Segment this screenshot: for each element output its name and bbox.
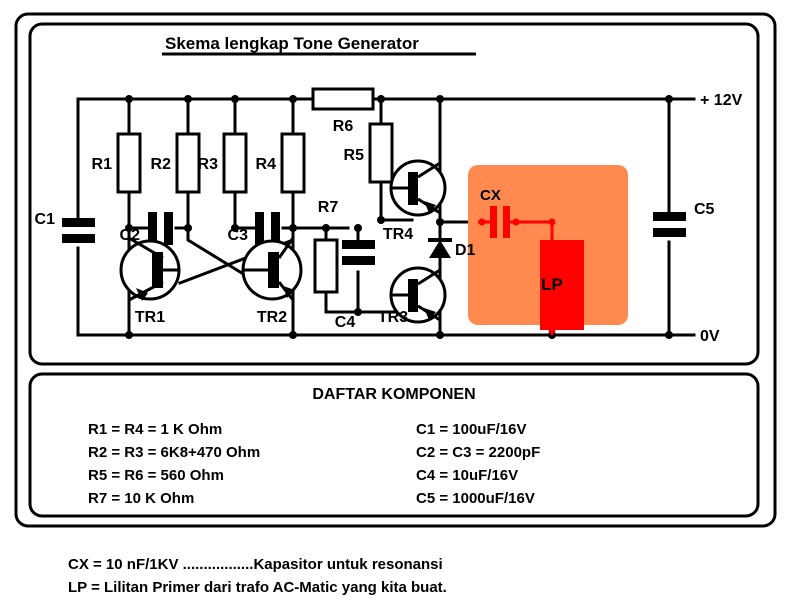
component-row: C2 = C3 = 2200pF: [416, 444, 540, 461]
schematic-panel: [28, 22, 760, 366]
resistor-r2-label: R2: [151, 156, 172, 173]
capacitor-c5: C5: [653, 201, 715, 237]
resistor-r3-label: R3: [198, 156, 219, 173]
resistor-r7: R7: [313, 199, 339, 294]
capacitor-c2-label: C2: [120, 227, 141, 244]
component-list-heading: DAFTAR KOMPONEN: [312, 386, 475, 403]
resistor-r4: R4: [256, 132, 306, 194]
footnote-cx: CX = 10 nF/1KV .................Kapasito…: [68, 556, 443, 573]
rail-label-positive: + 12V: [700, 92, 743, 109]
component-row: C4 = 10uF/16V: [416, 467, 518, 484]
capacitor-cx-label: CX: [480, 187, 501, 204]
capacitor-c1: C1: [35, 211, 95, 243]
transistor-tr3-label: TR3: [378, 309, 408, 326]
capacitor-c1-label: C1: [35, 211, 56, 228]
capacitor-cx: CX: [478, 187, 552, 238]
component-list-resistor-column: R1 = R4 = 1 K Ohm R2 = R3 = 6K8+470 Ohm …: [88, 421, 260, 507]
transistor-tr2-label: TR2: [257, 309, 287, 326]
capacitor-c3-label: C3: [228, 227, 249, 244]
capacitor-c4: C4: [335, 240, 375, 331]
transistor-tr4-label: TR4: [383, 226, 413, 243]
capacitor-c4-label: C4: [335, 314, 356, 331]
resistor-r5: R5: [344, 122, 394, 184]
resistor-r1: R1: [92, 132, 142, 194]
diode-d1-label: D1: [455, 242, 476, 259]
page-title: Skema lengkap Tone Generator: [165, 34, 419, 53]
transistor-tr1-label: TR1: [135, 309, 165, 326]
component-row: R5 = R6 = 560 Ohm: [88, 467, 224, 484]
component-list-panel: [28, 372, 760, 518]
transistor-tr3: TR3: [378, 266, 447, 326]
resistor-r7-label: R7: [318, 199, 339, 216]
component-row: C1 = 100uF/16V: [416, 421, 526, 438]
coil-lp-label: LP: [541, 275, 563, 294]
resistor-r2: R2: [151, 132, 201, 194]
resistor-r3: R3: [198, 132, 248, 194]
transistor-tr2: TR2: [241, 237, 303, 326]
outer-frame: [14, 12, 777, 528]
footnote-lp: LP = Lilitan Primer dari trafo AC-Matic …: [68, 579, 447, 596]
component-row: C5 = 1000uF/16V: [416, 490, 535, 507]
capacitor-c5-label: C5: [694, 201, 715, 218]
resistor-r6-label: R6: [333, 118, 354, 135]
resistor-r1-label: R1: [92, 156, 113, 173]
coil-lp: LP: [540, 218, 584, 335]
capacitor-c2: C2: [120, 212, 173, 245]
diode-d1: D1: [428, 238, 476, 259]
component-row: R7 = 10 K Ohm: [88, 490, 194, 507]
resistor-r5-label: R5: [344, 147, 365, 164]
component-row: R1 = R4 = 1 K Ohm: [88, 421, 222, 438]
resistor-r4-label: R4: [256, 156, 277, 173]
component-list-capacitor-column: C1 = 100uF/16V C2 = C3 = 2200pF C4 = 10u…: [416, 421, 540, 507]
component-row: R2 = R3 = 6K8+470 Ohm: [88, 444, 260, 461]
transistor-tr4: TR4: [383, 159, 447, 243]
resistor-r6: R6: [311, 87, 375, 135]
rail-label-ground: 0V: [700, 328, 720, 345]
transistor-tr1: TR1: [119, 236, 181, 326]
capacitor-c3: C3: [228, 212, 280, 245]
